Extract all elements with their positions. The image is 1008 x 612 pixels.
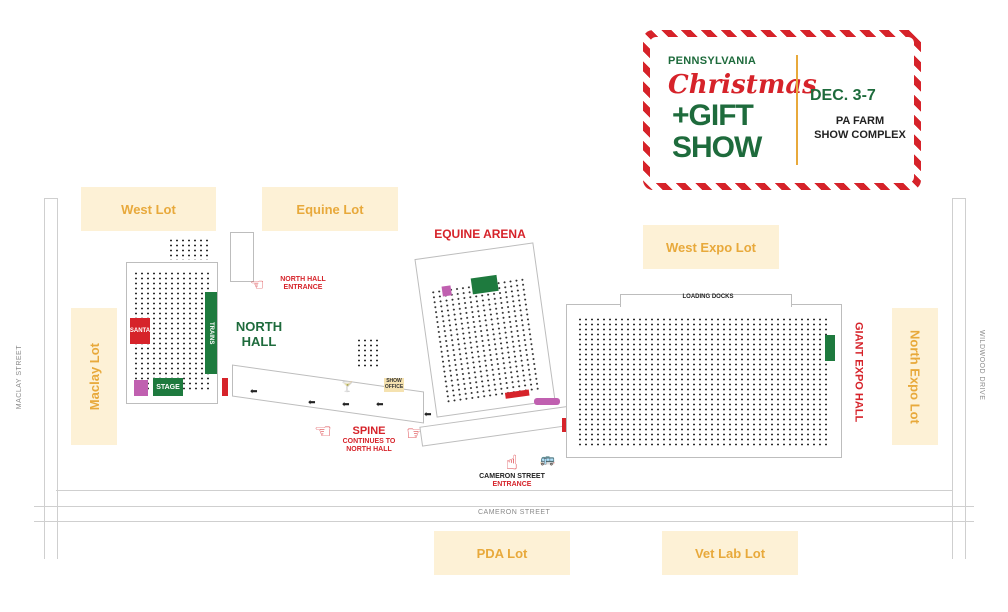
stage-label: STAGE — [156, 383, 180, 391]
north-hall-annex-booths — [168, 238, 208, 260]
vet-lab-lot[interactable]: Vet Lab Lot — [662, 531, 798, 575]
west-expo-lot-label: West Expo Lot — [665, 239, 757, 255]
trains-label: TRAINS — [208, 321, 214, 345]
logo-state: PENNSYLVANIA — [668, 55, 757, 67]
north-hall-entrance-line1: NORTH HALL — [280, 276, 326, 283]
north-hall-feature-pink — [134, 380, 148, 396]
show-office-text: SHOW OFFICE — [384, 378, 404, 390]
maclay-lot-label: Maclay Lot — [86, 342, 102, 411]
arrow-left-icon: ⬅ — [250, 386, 258, 396]
cameron-street-road — [34, 506, 974, 522]
cocktail-icon: 🍸 — [341, 382, 354, 393]
giant-expo-hall-text: GIANT EXPO HALL — [852, 322, 865, 423]
spine-line3: NORTH HALL — [346, 445, 392, 453]
arrow-left-icon: ⬅ — [342, 399, 350, 409]
maclay-lot[interactable]: Maclay Lot — [71, 308, 117, 445]
loading-docks-label: LOADING DOCKS — [682, 294, 734, 300]
pda-lot-label: PDA Lot — [476, 545, 528, 561]
north-hall-exit-marker — [222, 378, 228, 396]
cameron-entrance-line2: ENTRANCE — [492, 481, 532, 489]
equine-lot[interactable]: Equine Lot — [262, 187, 398, 231]
shuttle-bus-icon: 🚌 — [540, 452, 555, 466]
cameron-entrance-line1: CAMERON STREET — [479, 473, 545, 480]
giant-expo-hall-building[interactable] — [566, 304, 842, 458]
santa-label: SANTA — [129, 328, 151, 334]
pda-lot[interactable]: PDA Lot — [434, 531, 570, 575]
site-boundary-right — [952, 198, 966, 559]
west-lot[interactable]: West Lot — [81, 187, 216, 231]
loading-docks-structure — [620, 294, 792, 307]
spine-line2: CONTINUES TO — [342, 437, 396, 445]
wildwood-drive-label: WILDWOOD DRIVE — [978, 330, 985, 401]
north-hall-entrance-structure — [230, 232, 254, 282]
logo-gift: +GIFT — [672, 99, 754, 132]
pointing-hand-icon: ☜ — [314, 421, 332, 443]
santa-area[interactable]: SANTA — [130, 318, 150, 344]
logo-show: SHOW — [672, 131, 762, 164]
vet-lab-lot-label: Vet Lab Lot — [694, 545, 766, 561]
logo-venue: PA FARM SHOW COMPLEX — [805, 115, 915, 143]
site-boundary-bottom — [56, 490, 952, 491]
spine-corridor — [232, 364, 424, 424]
equine-lot-label: Equine Lot — [296, 201, 364, 217]
west-expo-lot[interactable]: West Expo Lot — [643, 225, 779, 269]
logo-divider — [796, 55, 798, 165]
cameron-entrance-label[interactable]: CAMERON STREET ENTRANCE — [470, 473, 554, 489]
north-hall-entrance-line2: ENTRANCE — [283, 284, 323, 292]
arrow-left-icon: ⬅ — [376, 399, 384, 409]
north-expo-lot-label: North Expo Lot — [907, 329, 923, 424]
logo-venue-line2: SHOW COMPLEX — [814, 128, 906, 141]
west-lot-label: West Lot — [121, 201, 176, 217]
north-hall-label: NORTH HALL — [235, 319, 283, 349]
trains-area[interactable]: TRAINS — [205, 292, 217, 374]
logo-christmas: Christmas — [668, 70, 817, 100]
logo-venue-line1: PA FARM — [835, 115, 885, 127]
north-hall-entrance-label[interactable]: NORTH HALL ENTRANCE — [272, 276, 334, 292]
spine-booths-small — [356, 338, 378, 368]
spine-label[interactable]: SPINE CONTINUES TO NORTH HALL — [336, 425, 402, 454]
site-boundary-left — [44, 198, 58, 559]
cameron-street-label: CAMERON STREET — [478, 509, 551, 516]
equine-purple-marker — [534, 398, 560, 405]
equine-feature-pink — [441, 285, 452, 297]
equine-arena-building[interactable] — [414, 242, 556, 418]
spine-title: SPINE — [352, 425, 386, 437]
arrow-left-icon: ⬅ — [308, 397, 316, 407]
north-expo-lot[interactable]: North Expo Lot — [892, 308, 938, 445]
stage-area[interactable]: STAGE — [153, 378, 183, 396]
arrow-left-icon: ⬅ — [424, 409, 432, 419]
maclay-street-label: MACLAY STREET — [16, 345, 23, 410]
logo-dates: DEC. 3-7 — [810, 87, 876, 104]
expo-feature-green — [825, 335, 835, 361]
giant-expo-hall-booths — [577, 317, 831, 447]
giant-expo-hall-label: GIANT EXPO HALL — [852, 322, 865, 426]
show-office-label[interactable]: SHOW OFFICE — [384, 378, 404, 392]
expo-entrance-marker — [562, 418, 568, 432]
pointing-hand-icon: ☜ — [499, 453, 522, 471]
equine-arena-label: EQUINE ARENA — [434, 227, 526, 241]
pointing-hand-icon: ☜ — [250, 277, 265, 294]
show-logo: PENNSYLVANIA Christmas +GIFT SHOW DEC. 3… — [643, 30, 921, 190]
